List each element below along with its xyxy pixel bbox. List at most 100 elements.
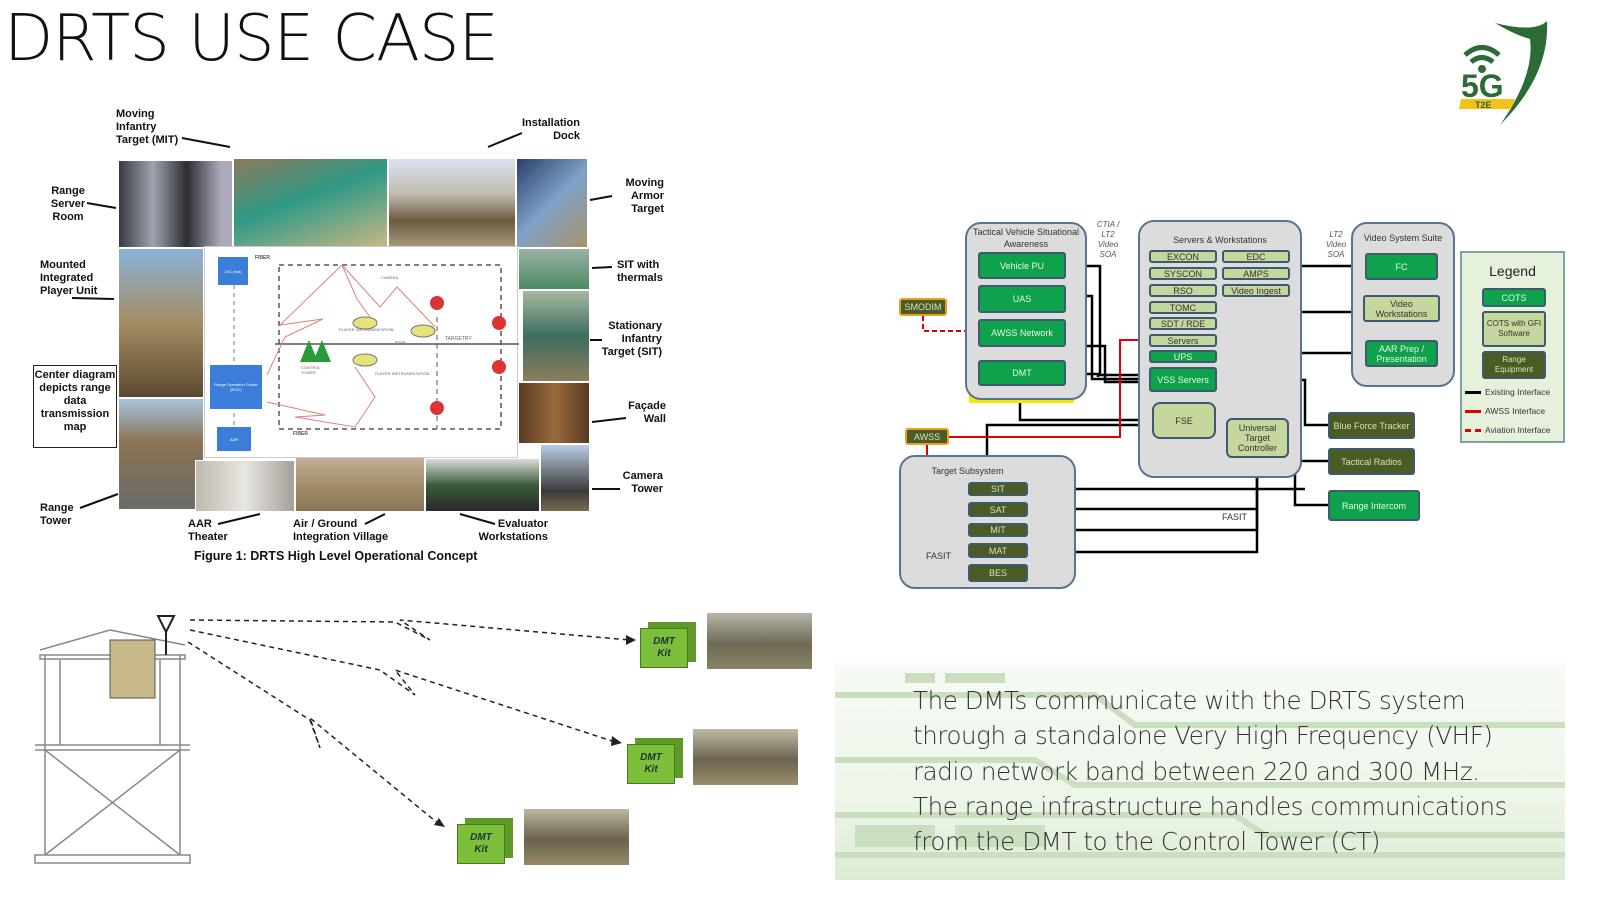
photo-range-tower (118, 398, 204, 510)
camera-label: CAMERA (381, 275, 399, 280)
label-evaluator: Evaluator Workstations (478, 518, 548, 543)
description-line: The range infrastructure handles communi… (913, 791, 1508, 821)
legend-existing-swatch (1465, 391, 1481, 394)
photo-sit-thermals (518, 248, 590, 290)
label-server-room: Range Server Room (50, 185, 86, 223)
box-amps: AMPS (1222, 267, 1290, 280)
box-mit: MIT (968, 523, 1028, 537)
box-smodim: SMODIM (899, 298, 947, 316)
fiber-label: FIBER (255, 255, 270, 261)
legend-range-equipment: Range Equipment (1482, 351, 1546, 379)
box-awss-network: AWSS Network (978, 319, 1066, 347)
group-title: Video System Suite (1363, 233, 1443, 243)
fiber-label: FIBER (293, 431, 308, 437)
fasit-label: FASIT (926, 551, 952, 561)
description-panel: The DMTs communicate with the DRTS syste… (835, 665, 1565, 880)
box-range-intercom: Range Intercom (1328, 490, 1420, 521)
photo-village (295, 450, 425, 512)
box-blue-force-tracker: Blue Force Tracker (1328, 412, 1415, 439)
lvc-box: LVC (Ind) (218, 257, 248, 285)
label-village: Air / Ground Integration Village (293, 518, 389, 543)
box-sdt-rde: SDT / RDE (1149, 317, 1217, 330)
box-fse: FSE (1152, 402, 1216, 439)
box-fc: FC (1365, 253, 1438, 280)
control-tower-label: CONTROL TOWER (301, 365, 321, 375)
description-line: radio network band between 220 and 300 M… (913, 756, 1480, 786)
label-facade: Façade Wall (628, 400, 666, 425)
label-mit: Moving Infantry Target (MIT) (116, 108, 179, 146)
description-line: through a standalone Very High Frequency… (913, 721, 1493, 751)
box-edc: EDC (1222, 250, 1290, 263)
box-uas: UAS (978, 285, 1066, 313)
box-syscon: SYSCON (1149, 267, 1217, 280)
label-dock: Installation Dock (521, 117, 580, 142)
range-label: RANGE (395, 340, 406, 344)
box-tactical-radios: Tactical Radios (1328, 448, 1415, 475)
targetry-label: TARGETRY (445, 336, 472, 342)
label-camera-tower: Camera Tower (622, 470, 663, 495)
box-video-workstations: Video Workstations (1363, 295, 1440, 322)
photo-soldier-3 (523, 808, 630, 866)
box-vehicle-pu: Vehicle PU (978, 252, 1066, 279)
photo-stationary-infantry-target (522, 290, 590, 382)
range-data-transmission-map: LVC (Ind) Range Operation Center (ROC) A… (204, 246, 519, 458)
legend-cots: COTS (1482, 288, 1546, 307)
legend-awss: AWSS Interface (1485, 406, 1546, 416)
aar-box: AAR (217, 427, 251, 451)
box-vss-servers: VSS Servers (1149, 367, 1217, 392)
box-aar-prep: AAR Prep / Presentation (1365, 340, 1438, 367)
legend-cots-gfi: COTS with GFI Software (1482, 311, 1546, 347)
tower-radio-diagram (34, 615, 636, 864)
box-awss: AWSS (905, 428, 949, 445)
photo-mounted-player-unit (118, 248, 204, 398)
label-aar: AAR Theater (188, 518, 228, 543)
description-text: The DMTs communicate with the DRTS syste… (913, 683, 1507, 859)
box-sat: SAT (968, 502, 1028, 517)
box-rso: RSO (1149, 284, 1217, 297)
box-video-ingest: Video Ingest (1222, 284, 1290, 297)
5g-t2e-logo: 5G T2E (1455, 15, 1555, 130)
label-armor: Moving Armor Target (625, 177, 665, 215)
label-range-tower: Range Tower (40, 502, 74, 527)
player-label: PLAYER INSTRUMENTATION (375, 371, 430, 376)
photo-aar-theater (195, 460, 295, 512)
legend-awss-swatch (1465, 410, 1481, 413)
box-mat: MAT (968, 543, 1028, 558)
legend-aviation: Aviation Interface (1485, 425, 1551, 435)
photo-soldier-1 (706, 612, 813, 670)
fasit-label: FASIT (1222, 512, 1248, 522)
box-servers: Servers (1149, 334, 1217, 347)
legend-existing: Existing Interface (1485, 387, 1551, 397)
photo-camera-tower (540, 444, 590, 512)
callout-arrows (71, 132, 627, 525)
svg-text:5G: 5G (1461, 68, 1504, 104)
box-bes: BES (968, 564, 1028, 582)
label-center-diagram: Center diagram depicts range data transm… (33, 365, 117, 448)
photo-moving-armor-target (516, 158, 588, 248)
label-stationary: Stationary Infantry Target (SIT) (601, 320, 662, 358)
lt2-note: LT2 Video SOA (1325, 230, 1347, 259)
box-sit: SIT (968, 482, 1028, 496)
group-title: Target Subsystem (931, 466, 1004, 476)
ctia-note: CTIA / LT2 Video SOA (1096, 220, 1120, 259)
box-excon: EXCON (1149, 250, 1217, 263)
description-line: The DMTs communicate with the DRTS syste… (913, 686, 1466, 715)
roc-box: Range Operation Center (ROC) (210, 365, 262, 409)
photo-facade-wall (518, 382, 590, 444)
figure-operational-concept: LVC (Ind) Range Operation Center (ROC) A… (0, 100, 700, 570)
group-title: Servers & Workstations (1173, 235, 1267, 245)
legend-aviation-swatch (1465, 429, 1481, 432)
svg-text:T2E: T2E (1475, 100, 1492, 110)
box-ups: UPS (1149, 350, 1217, 363)
box-tomc: TOMC (1149, 301, 1217, 314)
box-universal-target-controller: Universal Target Controller (1226, 418, 1289, 458)
slide-title: DRTS USE CASE (4, 2, 499, 76)
figure-caption: Figure 1: DRTS High Level Operational Co… (194, 549, 478, 563)
photo-server-room (118, 160, 233, 248)
photo-evaluator-workstations (425, 458, 540, 512)
legend-title: Legend (1489, 263, 1536, 279)
box-dmt: DMT (978, 360, 1066, 386)
